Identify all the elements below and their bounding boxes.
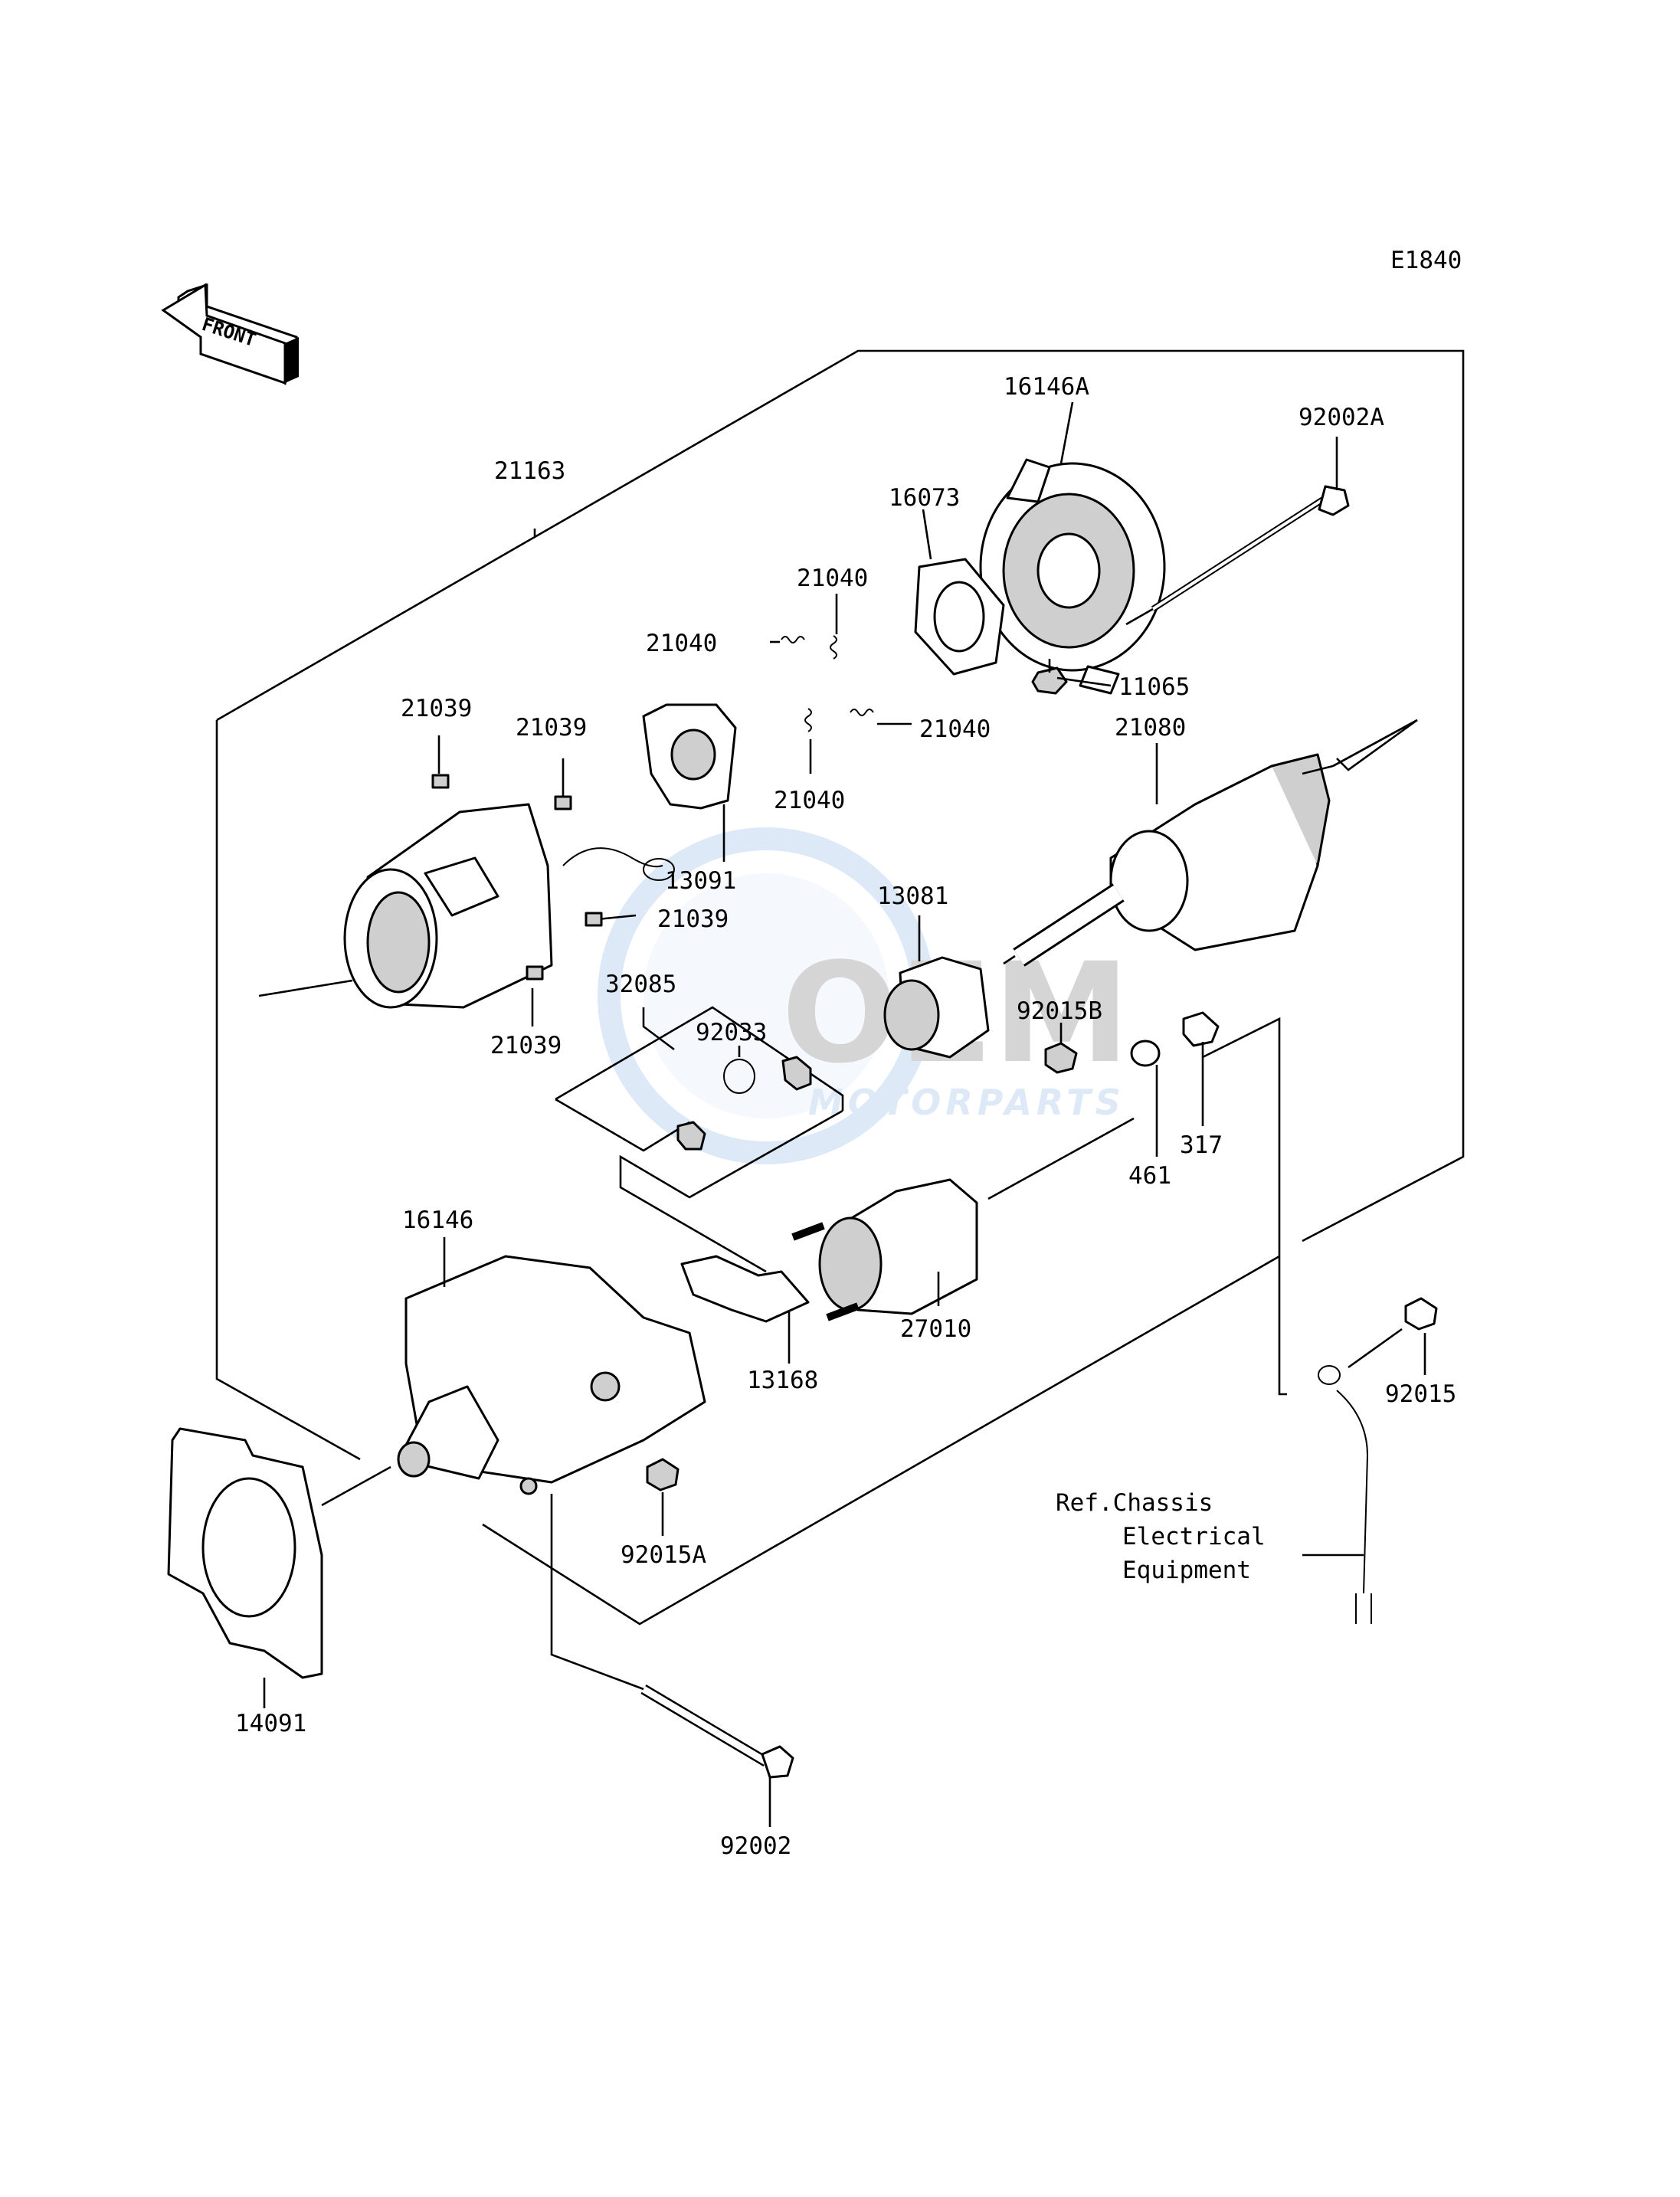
part-13081-clutch — [883, 915, 990, 1059]
label-461: 461 — [1128, 1162, 1171, 1190]
part-16146a-rear-cover — [979, 401, 1166, 695]
label-14091: 14091 — [235, 1710, 306, 1737]
diagram-code: E1840 — [1390, 247, 1462, 274]
label-317: 317 — [1180, 1131, 1223, 1159]
label-92015: 92015 — [1385, 1380, 1456, 1408]
label-21080: 21080 — [1115, 714, 1186, 742]
leader-32085 — [642, 1007, 675, 1051]
label-13081: 13081 — [877, 882, 948, 910]
part-92015a-nut — [646, 1458, 680, 1536]
part-21040-springs — [770, 594, 912, 774]
part-92002-bolt — [550, 1494, 794, 1827]
part-11065-nut — [1031, 659, 1112, 695]
part-small-fasteners — [1044, 1011, 1220, 1157]
part-13168-lever — [680, 1255, 810, 1364]
part-ground-cable — [1302, 1297, 1438, 1624]
part-92033-snap-ring — [676, 1046, 812, 1151]
label-92002a: 92002A — [1298, 404, 1384, 431]
label-92015a: 92015A — [621, 1541, 706, 1569]
label-21163: 21163 — [494, 457, 565, 485]
label-27010: 27010 — [900, 1315, 971, 1343]
part-21080-armature — [1003, 719, 1418, 967]
part-27010-solenoid — [791, 1117, 1135, 1321]
front-direction-arrow: FRONT — [161, 283, 299, 385]
part-13091-brush-holder — [642, 703, 737, 862]
assembly-outline-lower — [215, 720, 361, 1461]
part-16146-front-housing — [321, 1237, 706, 1507]
cable-reference-box — [1202, 1017, 1287, 1396]
label-16146a: 16146A — [1004, 373, 1089, 401]
label-11065: 11065 — [1118, 673, 1190, 701]
reference-line-2: Electrical — [1122, 1523, 1266, 1550]
label-21040-right: 21040 — [919, 715, 991, 743]
label-21039-bottom: 21039 — [490, 1032, 562, 1059]
label-21040-top: 21040 — [797, 565, 868, 592]
label-92033: 92033 — [696, 1019, 767, 1046]
label-21040-left: 21040 — [646, 630, 717, 657]
assembly-outline-bottom — [482, 1255, 1280, 1626]
reference-note: Ref.Chassis Electrical Equipment — [1056, 1489, 1266, 1584]
label-21039-right: 21039 — [657, 905, 729, 933]
label-13168: 13168 — [747, 1367, 818, 1394]
reference-line-3: Equipment — [1122, 1557, 1251, 1584]
label-21039-topleft: 21039 — [401, 695, 472, 722]
label-21039-top: 21039 — [516, 714, 587, 742]
part-16073-brush-plate — [914, 509, 1005, 676]
assembly-outline-21163 — [216, 349, 1465, 1243]
label-16073: 16073 — [889, 484, 960, 512]
part-14091-cover — [167, 1427, 323, 1708]
subbox-32085 — [555, 1006, 844, 1111]
watermark-sub: MOTORPARTS — [808, 1082, 1125, 1123]
part-labels: 16146A 92002A 16073 21163 21040 21040 11… — [235, 373, 1456, 1860]
label-92002: 92002 — [720, 1832, 791, 1860]
reference-line-1: Ref.Chassis — [1056, 1489, 1213, 1517]
part-yoke-housing — [258, 735, 675, 1026]
subbox-32085-lower2 — [619, 1109, 843, 1273]
label-21040-bottom: 21040 — [774, 787, 845, 814]
subbox-32085-lower — [555, 1098, 690, 1152]
label-32085: 32085 — [605, 971, 676, 998]
label-92015b: 92015B — [1017, 997, 1102, 1025]
part-92002a-through-bolt — [1125, 437, 1350, 626]
label-16146: 16146 — [402, 1207, 473, 1234]
label-13091: 13091 — [665, 867, 736, 895]
